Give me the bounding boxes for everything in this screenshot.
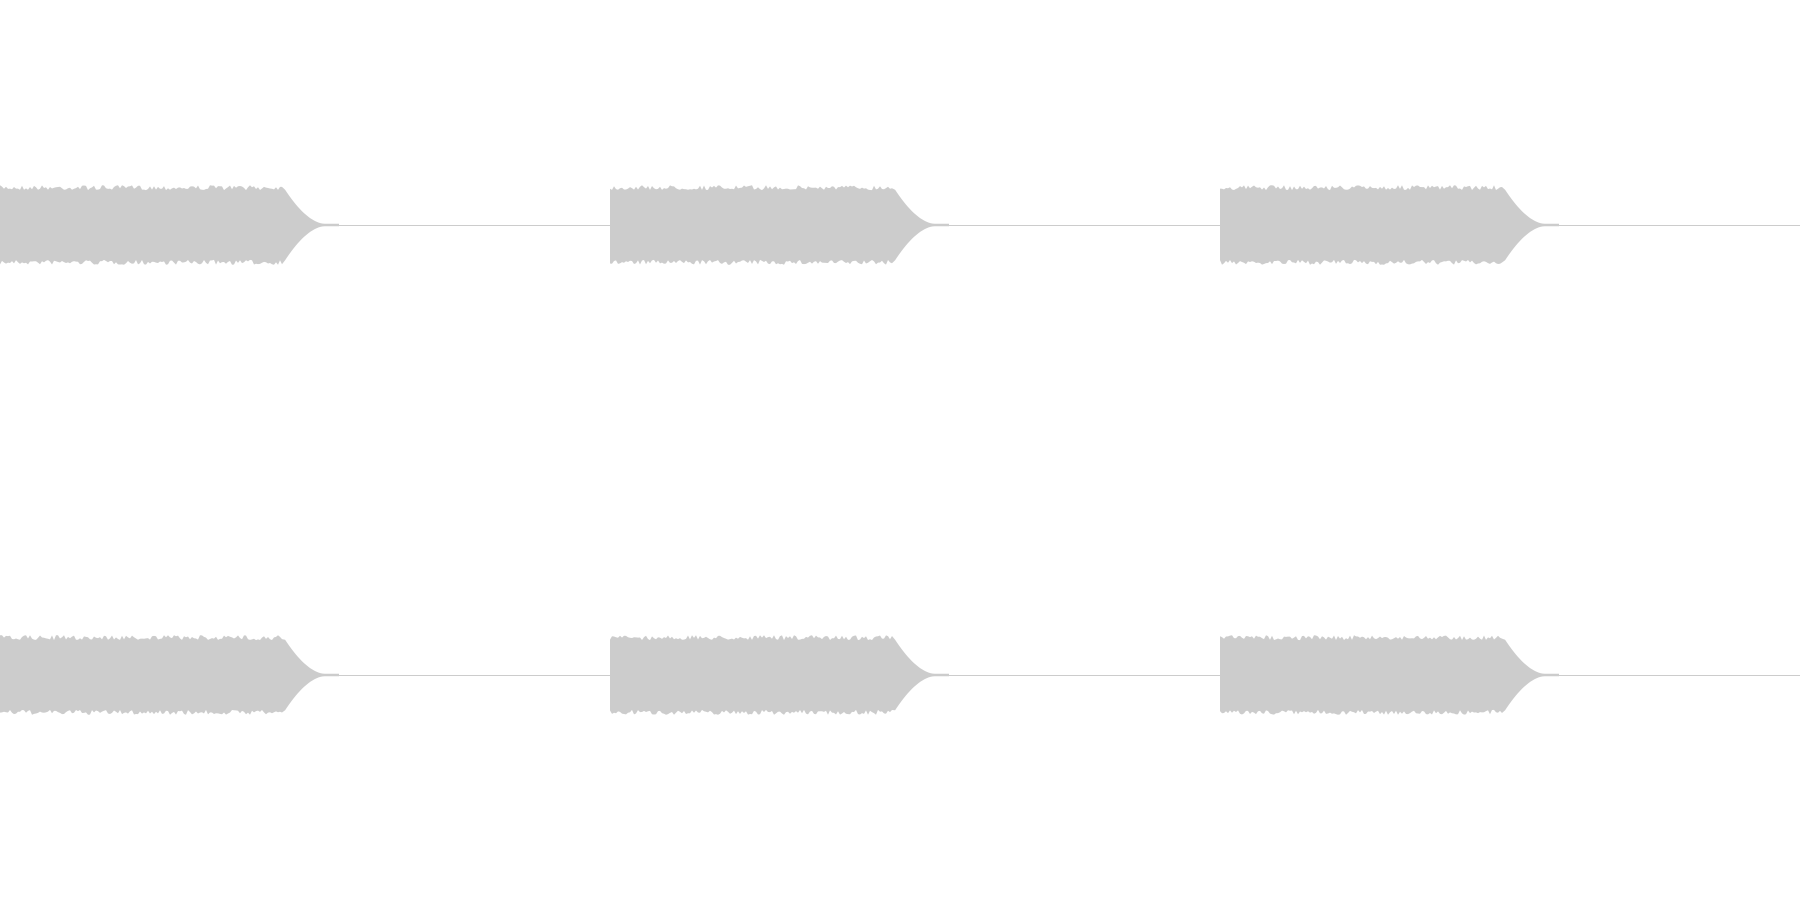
waveform-burst (0, 635, 339, 715)
waveform-burst (610, 635, 949, 715)
waveform-channel-right (0, 635, 1800, 715)
waveform-burst (1220, 185, 1559, 265)
waveform-burst (1220, 635, 1559, 715)
waveform-burst (610, 185, 949, 265)
waveform-burst (0, 185, 339, 265)
waveform-channel-left (0, 185, 1800, 265)
